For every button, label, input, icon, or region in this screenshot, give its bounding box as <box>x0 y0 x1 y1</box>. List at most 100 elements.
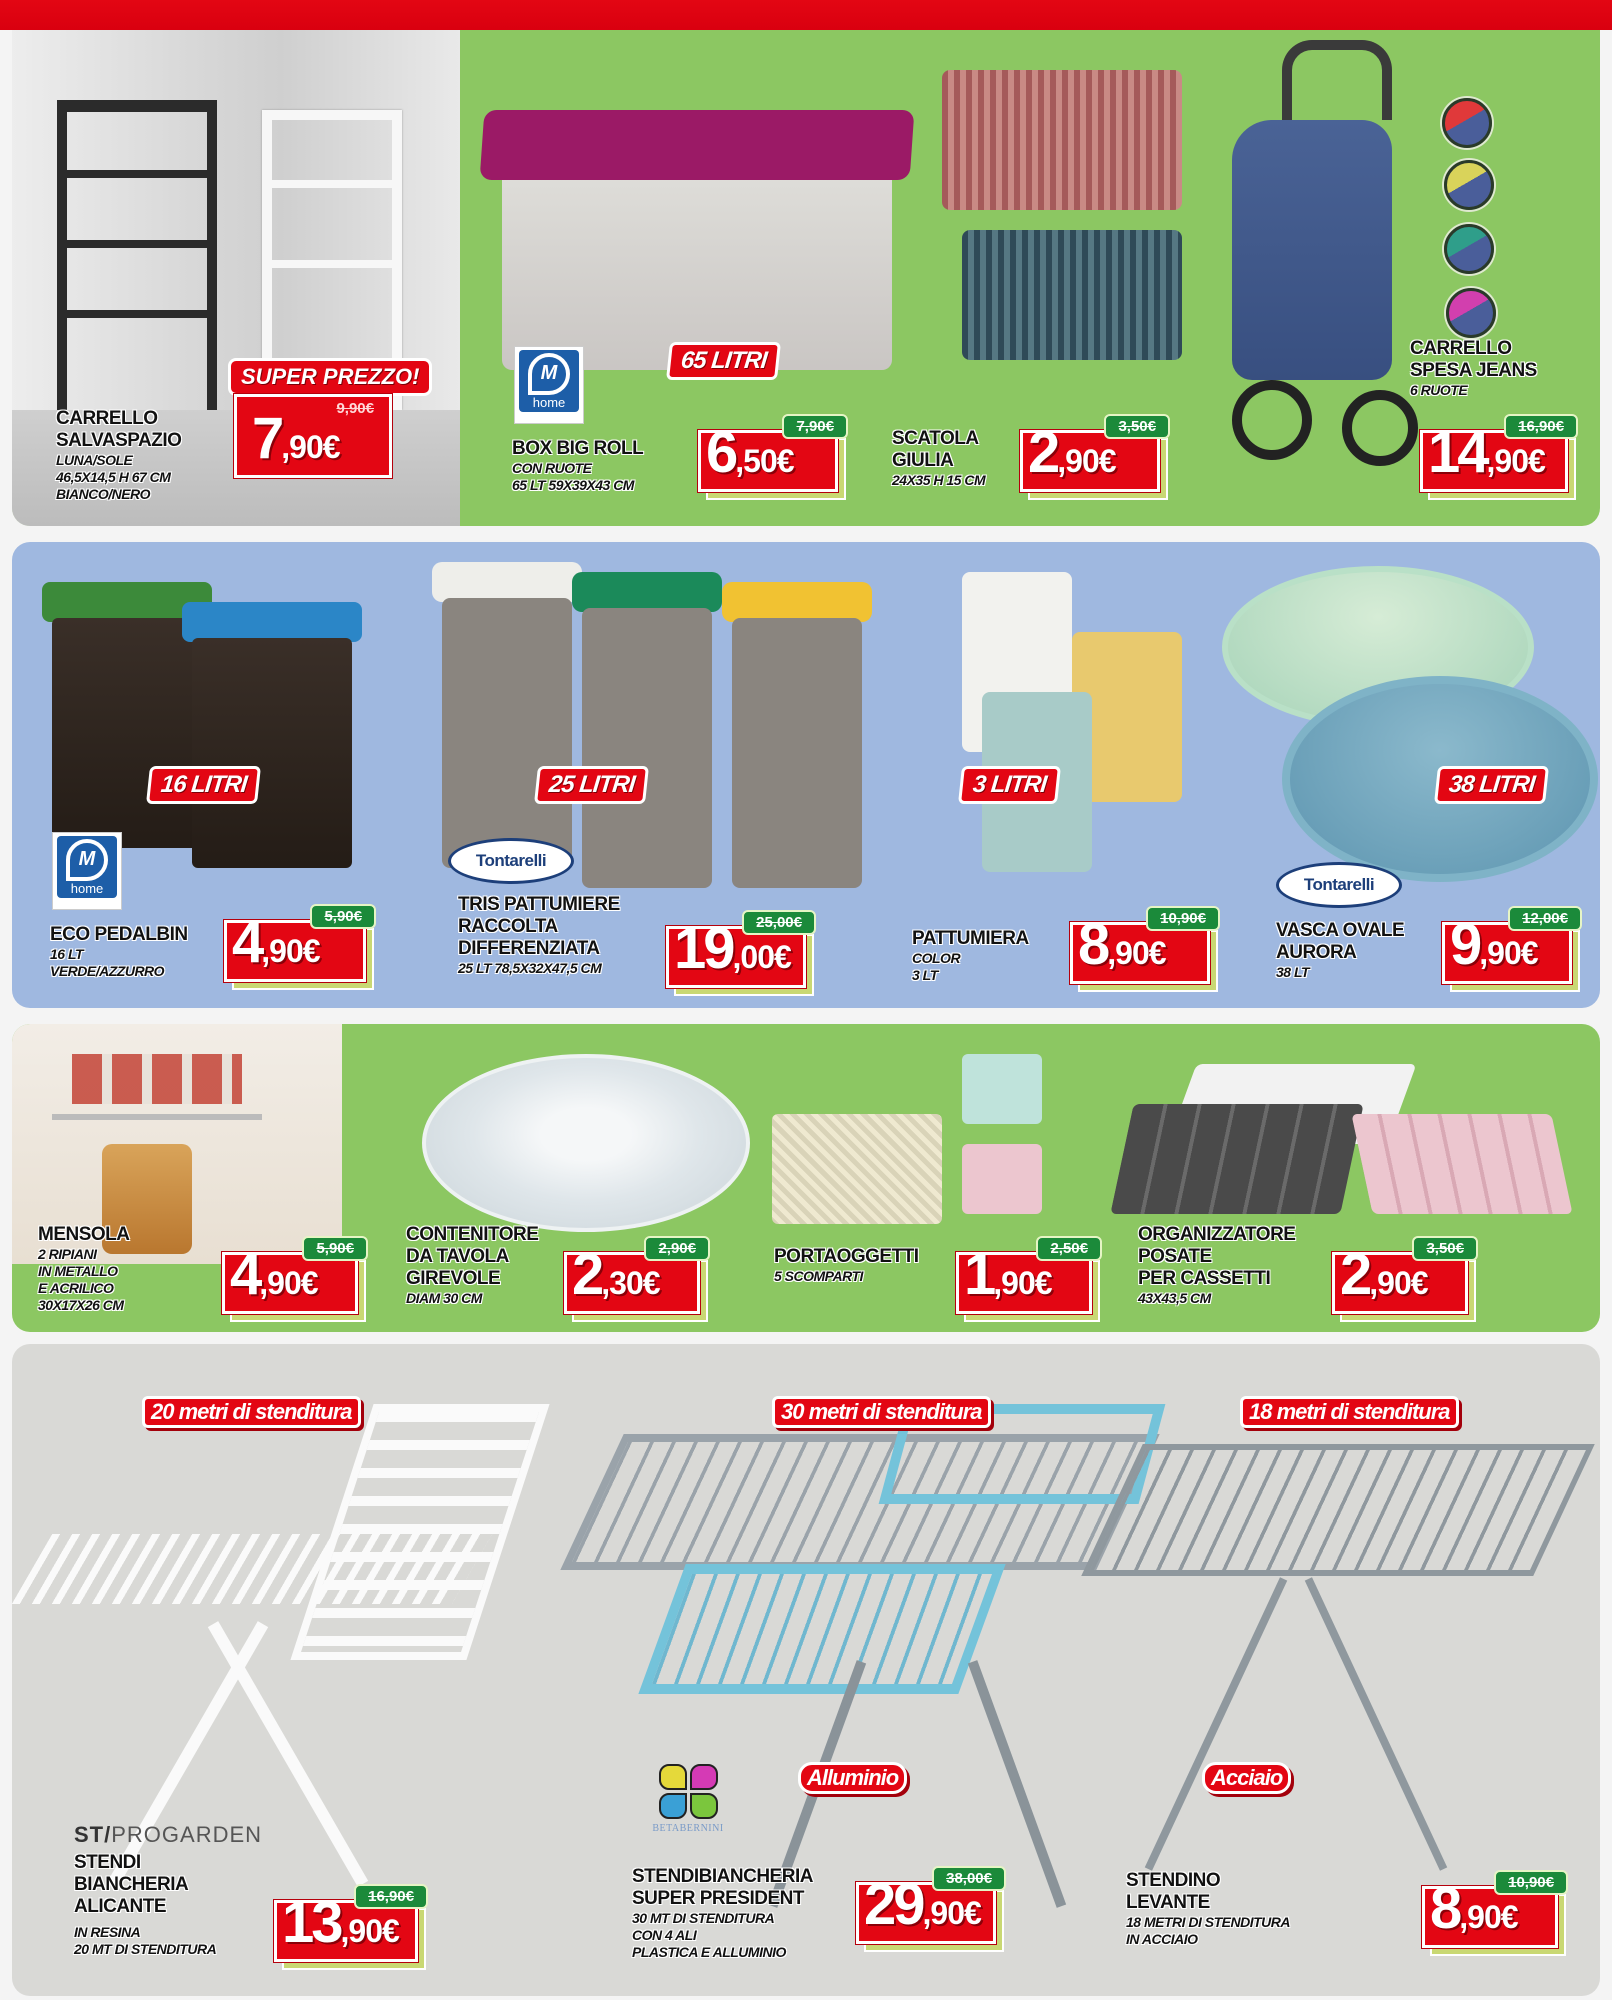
product-pattumiera[interactable]: PATTUMIERA COLOR 3 LT <box>912 928 1029 984</box>
product-carrello-spesa-jeans[interactable]: CARRELLO SPESA JEANS 6 RUOTE <box>1410 338 1537 399</box>
product-desc: 18 METRI DI STENDITURA IN ACCIAIO <box>1126 1914 1291 1947</box>
product-portaoggetti[interactable]: PORTAOGGETTI 5 SCOMPARTI <box>774 1246 919 1285</box>
pattumiera-photo <box>952 572 1212 892</box>
price-tag: 8,90€ 10,90€ <box>1070 906 1220 992</box>
color-swatch-yellow[interactable] <box>1444 160 1494 210</box>
product-alicante[interactable]: STENDI BIANCHERIA ALICANTE IN RESINA 20 … <box>74 1852 217 1958</box>
product-organizzatore[interactable]: ORGANIZZATORE POSATE PER CASSETTI 43X43,… <box>1138 1224 1296 1307</box>
product-box-big-roll[interactable]: BOX BIG ROLL CON RUOTE 65 LT 59X39X43 CM <box>512 438 644 494</box>
old-price: 9,90€ <box>336 400 374 417</box>
material-badge: Alluminio <box>798 1762 908 1794</box>
product-desc: 5 SCOMPARTI <box>774 1268 863 1284</box>
carrello-spesa-jeans-photo <box>1212 40 1418 520</box>
brand-word: home <box>70 880 104 896</box>
length-badge: 20 metri di stenditura <box>142 1396 361 1428</box>
section-drying-racks: 20 metri di stenditura 30 metri di stend… <box>12 1344 1600 1996</box>
capacity-badge: 65 LITRI <box>666 342 782 380</box>
product-name: ORGANIZZATORE POSATE PER CASSETTI <box>1138 1224 1296 1289</box>
product-desc: 6 RUOTE <box>1410 382 1468 398</box>
product-name: MENSOLA <box>38 1224 130 1245</box>
portaoggetti-photo <box>772 1034 1072 1224</box>
product-desc: 25 LT 78,5X32X47,5 CM <box>458 960 602 976</box>
section-kitchen-organizers: MENSOLA 2 RIPIANI IN METALLO E ACRILICO … <box>12 1024 1600 1332</box>
product-desc: 24X35 H 15 CM <box>892 472 986 488</box>
product-tris-pattumiere[interactable]: TRIS PATTUMIERE RACCOLTA DIFFERENZIATA 2… <box>458 894 620 977</box>
price-tag: 2,90€ 3,50€ <box>1020 414 1170 500</box>
tontarelli-logo: Tontarelli <box>448 838 574 884</box>
price-integer: 6 <box>706 420 738 485</box>
price-decimal: ,90€ <box>993 1265 1052 1301</box>
product-name: VASCA OVALE AURORA <box>1276 920 1405 963</box>
price-integer: 2 <box>1340 1242 1372 1307</box>
product-name: CARRELLO SPESA JEANS <box>1410 338 1537 381</box>
color-swatch-magenta[interactable] <box>1446 288 1496 338</box>
price-decimal: ,00€ <box>732 939 792 975</box>
capacity-badge: 16 LITRI <box>146 766 262 804</box>
color-swatch-teal[interactable] <box>1444 224 1494 274</box>
price-tag: 14,90€ 16,90€ <box>1420 414 1578 500</box>
product-name: CARRELLO SALVASPAZIO <box>56 408 182 451</box>
price-tag: 19,00€ 25,00€ <box>666 910 816 996</box>
super-prezzo-badge: SUPER PREZZO! <box>228 358 433 396</box>
product-desc: DIAM 30 CM <box>406 1290 482 1306</box>
old-price: 3,50€ <box>1412 1236 1478 1261</box>
price-integer: 2 <box>572 1242 604 1307</box>
price-decimal: ,30€ <box>601 1265 660 1301</box>
product-carrello-salvaspazio[interactable]: CARRELLO SALVASPAZIO LUNA/SOLE 46,5X14,5… <box>56 408 182 503</box>
product-name: STENDINO LEVANTE <box>1126 1870 1221 1913</box>
price-tag: 9,90€ 12,00€ <box>1442 906 1582 992</box>
old-price: 38,00€ <box>932 1866 1006 1891</box>
contenitore-girevole-photo <box>422 1054 750 1232</box>
old-price: 16,90€ <box>1504 414 1578 439</box>
brand-letter: M <box>528 352 570 395</box>
old-price: 16,90€ <box>354 1884 428 1909</box>
product-desc: LUNA/SOLE 46,5X14,5 H 67 CM BIANCO/NERO <box>56 452 171 502</box>
price-integer: 2 <box>1028 420 1060 485</box>
length-badge: 18 metri di stenditura <box>1240 1396 1459 1428</box>
product-levante[interactable]: STENDINO LEVANTE 18 METRI DI STENDITURA … <box>1126 1870 1291 1948</box>
color-swatch-red[interactable] <box>1442 98 1492 148</box>
price-decimal: ,90€ <box>1479 935 1538 971</box>
price-integer: 7 <box>252 406 284 471</box>
product-super-president[interactable]: STENDIBIANCHERIA SUPER PRESIDENT 30 MT D… <box>632 1866 813 1961</box>
old-price: 5,90€ <box>310 904 376 929</box>
price-decimal: ,90€ <box>1369 1265 1428 1301</box>
product-desc: IN RESINA 20 MT DI STENDITURA <box>74 1924 217 1957</box>
old-price: 5,90€ <box>302 1236 368 1261</box>
eco-pedalbin-photo <box>42 582 402 868</box>
price-integer: 14 <box>1428 420 1489 485</box>
price-integer: 29 <box>864 1872 925 1937</box>
price-tag: 13,90€ 16,90€ <box>274 1884 428 1970</box>
product-name: STENDIBIANCHERIA SUPER PRESIDENT <box>632 1866 813 1909</box>
product-contenitore[interactable]: CONTENITORE DA TAVOLA GIREVOLE DIAM 30 C… <box>406 1224 539 1307</box>
product-name: SCATOLA GIULIA <box>892 428 979 471</box>
capacity-badge: 3 LITRI <box>958 766 1062 804</box>
product-desc: 43X43,5 CM <box>1138 1290 1211 1306</box>
product-name: PATTUMIERA <box>912 928 1029 949</box>
price-integer: 9 <box>1450 912 1482 977</box>
product-vasca-ovale[interactable]: VASCA OVALE AURORA 38 LT <box>1276 920 1405 981</box>
product-eco-pedalbin[interactable]: ECO PEDALBIN 16 LT VERDE/AZZURRO <box>50 924 188 980</box>
price-decimal: ,90€ <box>922 1895 982 1931</box>
old-price: 7,90€ <box>782 414 848 439</box>
product-desc: CON RUOTE 65 LT 59X39X43 CM <box>512 460 634 493</box>
levante-rack-photo <box>1012 1384 1595 1884</box>
price-integer: 4 <box>232 910 264 975</box>
price-integer: 13 <box>282 1890 343 1955</box>
tris-pattumiere-photo <box>432 562 932 892</box>
price-integer: 4 <box>230 1242 262 1307</box>
product-scatola-giulia[interactable]: SCATOLA GIULIA 24X35 H 15 CM <box>892 428 986 489</box>
price-decimal: ,50€ <box>735 443 794 479</box>
old-price: 12,00€ <box>1508 906 1582 931</box>
price-decimal: ,90€ <box>259 1265 318 1301</box>
product-mensola[interactable]: MENSOLA 2 RIPIANI IN METALLO E ACRILICO … <box>38 1224 130 1314</box>
vasca-ovale-photo <box>1212 566 1598 882</box>
price-tag: 29,90€ 38,00€ <box>856 1866 1006 1952</box>
price-tag: 2,30€ 2,90€ <box>564 1236 710 1322</box>
price-tag: 1,90€ 2,50€ <box>956 1236 1102 1322</box>
capacity-badge: 38 LITRI <box>1434 766 1550 804</box>
product-name: PORTAOGGETTI <box>774 1246 919 1267</box>
price-integer: 8 <box>1078 912 1110 977</box>
